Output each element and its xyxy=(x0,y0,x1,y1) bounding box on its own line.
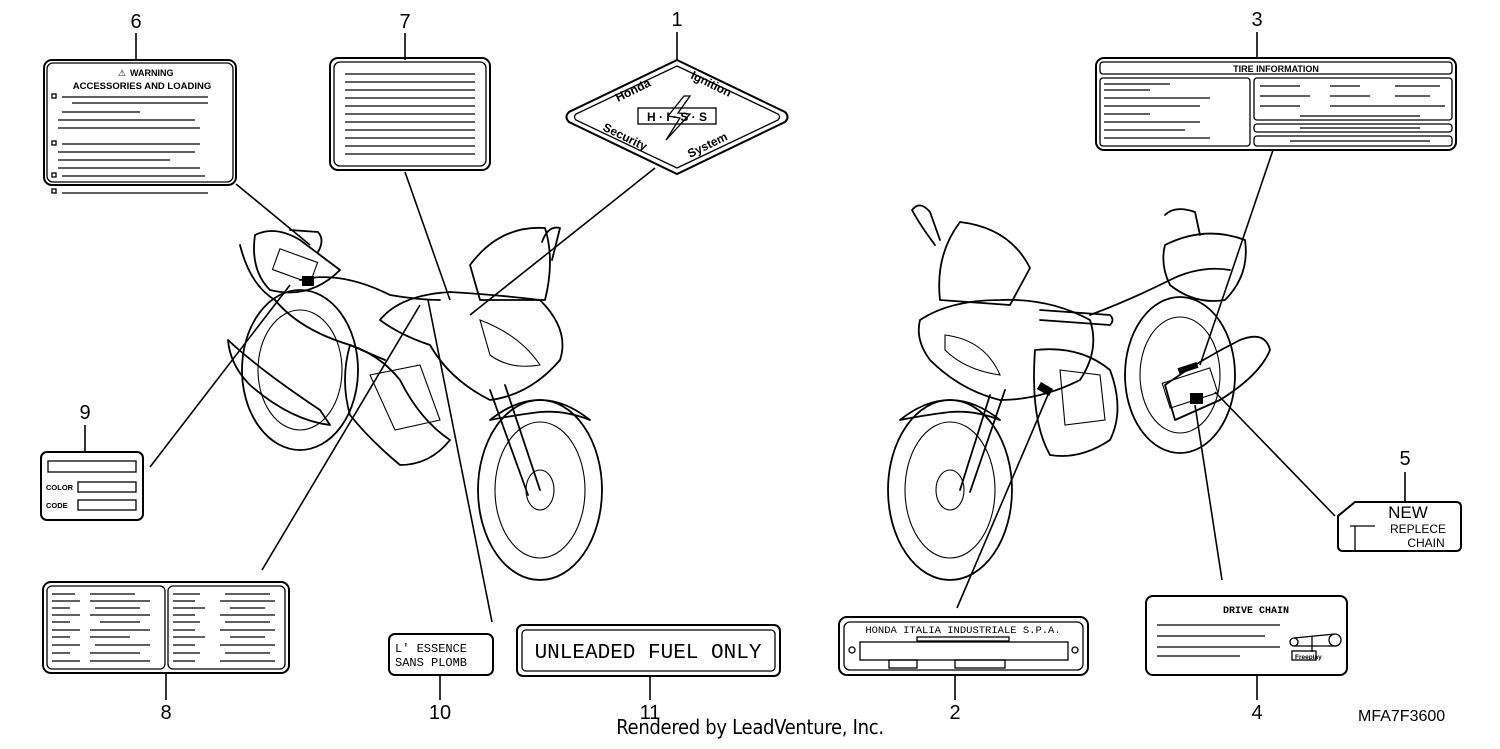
callout-10[interactable]: 10 xyxy=(429,702,451,724)
replece-text: REPLECE xyxy=(1390,522,1446,536)
code-label: CODE xyxy=(46,501,68,510)
freeplay-text: Freeplay xyxy=(1295,654,1322,661)
callout-4[interactable]: 4 xyxy=(1251,702,1262,724)
label-8[interactable] xyxy=(42,581,290,674)
callout-6[interactable]: 6 xyxy=(130,11,141,33)
callout-2[interactable]: 2 xyxy=(949,702,960,724)
label-5-new-chain[interactable]: NEW REPLECE CHAIN xyxy=(1337,501,1462,552)
warning-subtitle: ACCESSORIES AND LOADING xyxy=(73,81,211,92)
callout-3[interactable]: 3 xyxy=(1251,9,1262,31)
hiss-bottom-right: System xyxy=(685,129,730,160)
unleaded-text: UNLEADED FUEL ONLY xyxy=(535,642,762,665)
callout-11[interactable]: 11 xyxy=(640,702,661,724)
label-9-color-code[interactable]: COLOR CODE xyxy=(40,451,144,521)
label-4-drive-chain[interactable]: DRIVE CHAIN Freeplay xyxy=(1145,595,1348,676)
left-motorcycle-illustration xyxy=(227,226,603,581)
right-motorcycle-illustration xyxy=(887,204,1271,581)
honda-italia-text: HONDA ITALIA INDUSTRIALE S.P.A. xyxy=(865,625,1060,637)
label-10-essence[interactable]: L' ESSENCE SANS PLOMB xyxy=(388,633,494,676)
label-1-hiss-emblem[interactable]: Honda Ignition Security System H · I · S… xyxy=(565,58,789,176)
leader-lines xyxy=(149,149,1336,623)
chain-sprocket-icon xyxy=(1289,633,1342,652)
hiss-top-left: Honda xyxy=(613,76,653,105)
hiss-top-right: Ignition xyxy=(689,68,734,100)
credit-text: Rendered by LeadVenture, Inc. xyxy=(616,715,884,739)
warning-title: WARNING xyxy=(130,68,174,78)
label-2-honda-italia[interactable]: HONDA ITALIA INDUSTRIALE S.P.A. xyxy=(838,616,1089,676)
label-7[interactable] xyxy=(329,57,491,171)
tire-info-title: TIRE INFORMATION xyxy=(1233,64,1319,74)
lightning-icon xyxy=(665,95,692,141)
callout-8[interactable]: 8 xyxy=(160,702,171,724)
label-11-unleaded[interactable]: UNLEADED FUEL ONLY xyxy=(516,624,781,677)
drive-chain-title: DRIVE CHAIN xyxy=(1223,606,1289,617)
essence-line2: SANS PLOMB xyxy=(395,656,467,670)
diagram-code: MFA7F3600 xyxy=(1358,708,1446,725)
essence-line1: L' ESSENCE xyxy=(395,642,467,656)
callout-7[interactable]: 7 xyxy=(399,11,410,33)
chain-text: CHAIN xyxy=(1407,536,1444,550)
callout-9[interactable]: 9 xyxy=(79,402,90,424)
callout-5[interactable]: 5 xyxy=(1399,448,1410,470)
new-text: NEW xyxy=(1388,503,1428,522)
color-label: COLOR xyxy=(46,483,74,492)
label-6-warning[interactable]: ⚠ WARNING ACCESSORIES AND LOADING xyxy=(43,59,237,194)
label-3-tire-information[interactable]: TIRE INFORMATION xyxy=(1095,57,1457,151)
callout-stubs xyxy=(84,32,1406,700)
callout-1[interactable]: 1 xyxy=(671,9,682,31)
warning-triangle-icon: ⚠ xyxy=(118,68,126,78)
